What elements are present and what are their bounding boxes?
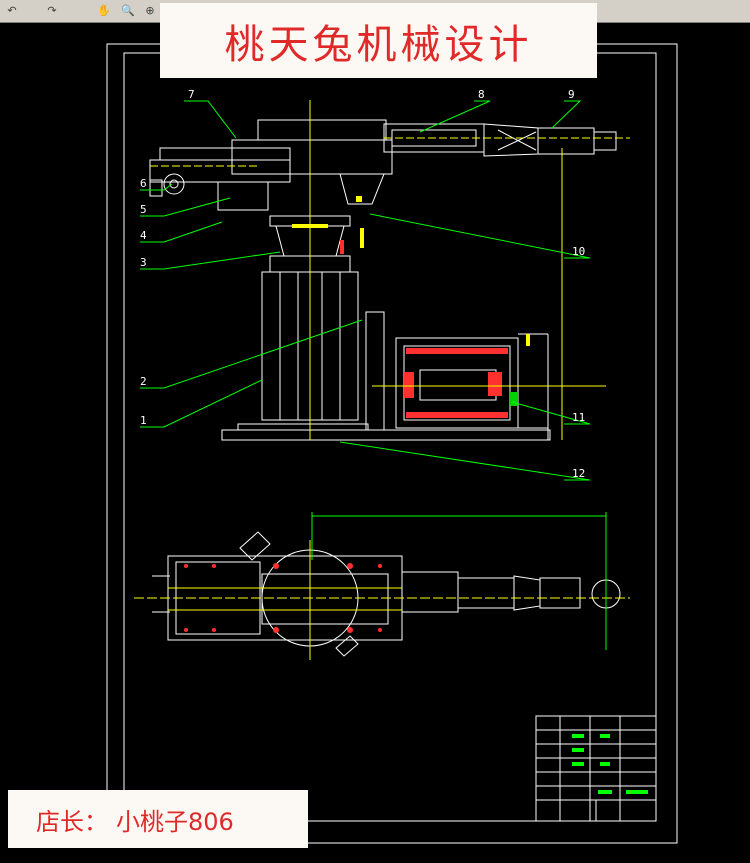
part-label-3: 3 [140,256,147,269]
watermark-banner: 桃天兔机械设计 [160,3,597,78]
drive-winding-bottom [406,412,508,418]
part-number-labels: 1 2 3 4 5 6 7 8 9 10 11 12 [140,88,585,480]
inner-frame [123,52,657,822]
zoom-window-icon[interactable]: ⊕ [145,3,155,17]
leader-lines [140,100,591,481]
part-label-12: 12 [572,467,585,480]
title-block [535,715,657,822]
top-view [152,531,621,657]
shop-owner-name: 小桃子806 [116,807,234,836]
shop-owner-label: 店长： [36,807,108,836]
drive-unit [395,337,519,429]
forward-arrow-icon[interactable]: ↷ [47,3,57,17]
zoom-icon[interactable]: 🔍 [121,3,135,17]
arm-plan [401,571,459,613]
pan-hand-icon[interactable]: ✋ [97,3,111,17]
part-label-1: 1 [140,414,147,427]
part-label-10: 10 [572,245,585,258]
gripper-plan [539,577,581,609]
part-label-2: 2 [140,375,147,388]
upper-housing [257,119,387,141]
part-label-8: 8 [478,88,485,101]
side-motor [365,311,385,431]
shop-owner-badge: 店长： 小桃子806 [8,790,308,848]
cad-drawing-canvas: 1 2 3 4 5 6 7 8 9 10 11 12 [106,43,678,844]
part-label-11: 11 [572,411,585,424]
part-label-6: 6 [140,177,147,190]
base-plate [221,429,551,441]
part-label-5: 5 [140,203,147,216]
drive-winding-top [406,348,508,354]
gripper-jaw [537,127,595,155]
back-arrow-icon[interactable]: ↶ [7,3,17,17]
part-label-4: 4 [140,229,147,242]
part-label-7: 7 [188,88,195,101]
watermark-text: 桃天兔机械设计 [224,21,533,68]
part-label-9: 9 [568,88,575,101]
centerlines [150,100,630,440]
front-view [149,119,617,441]
dimension-line [311,512,607,650]
